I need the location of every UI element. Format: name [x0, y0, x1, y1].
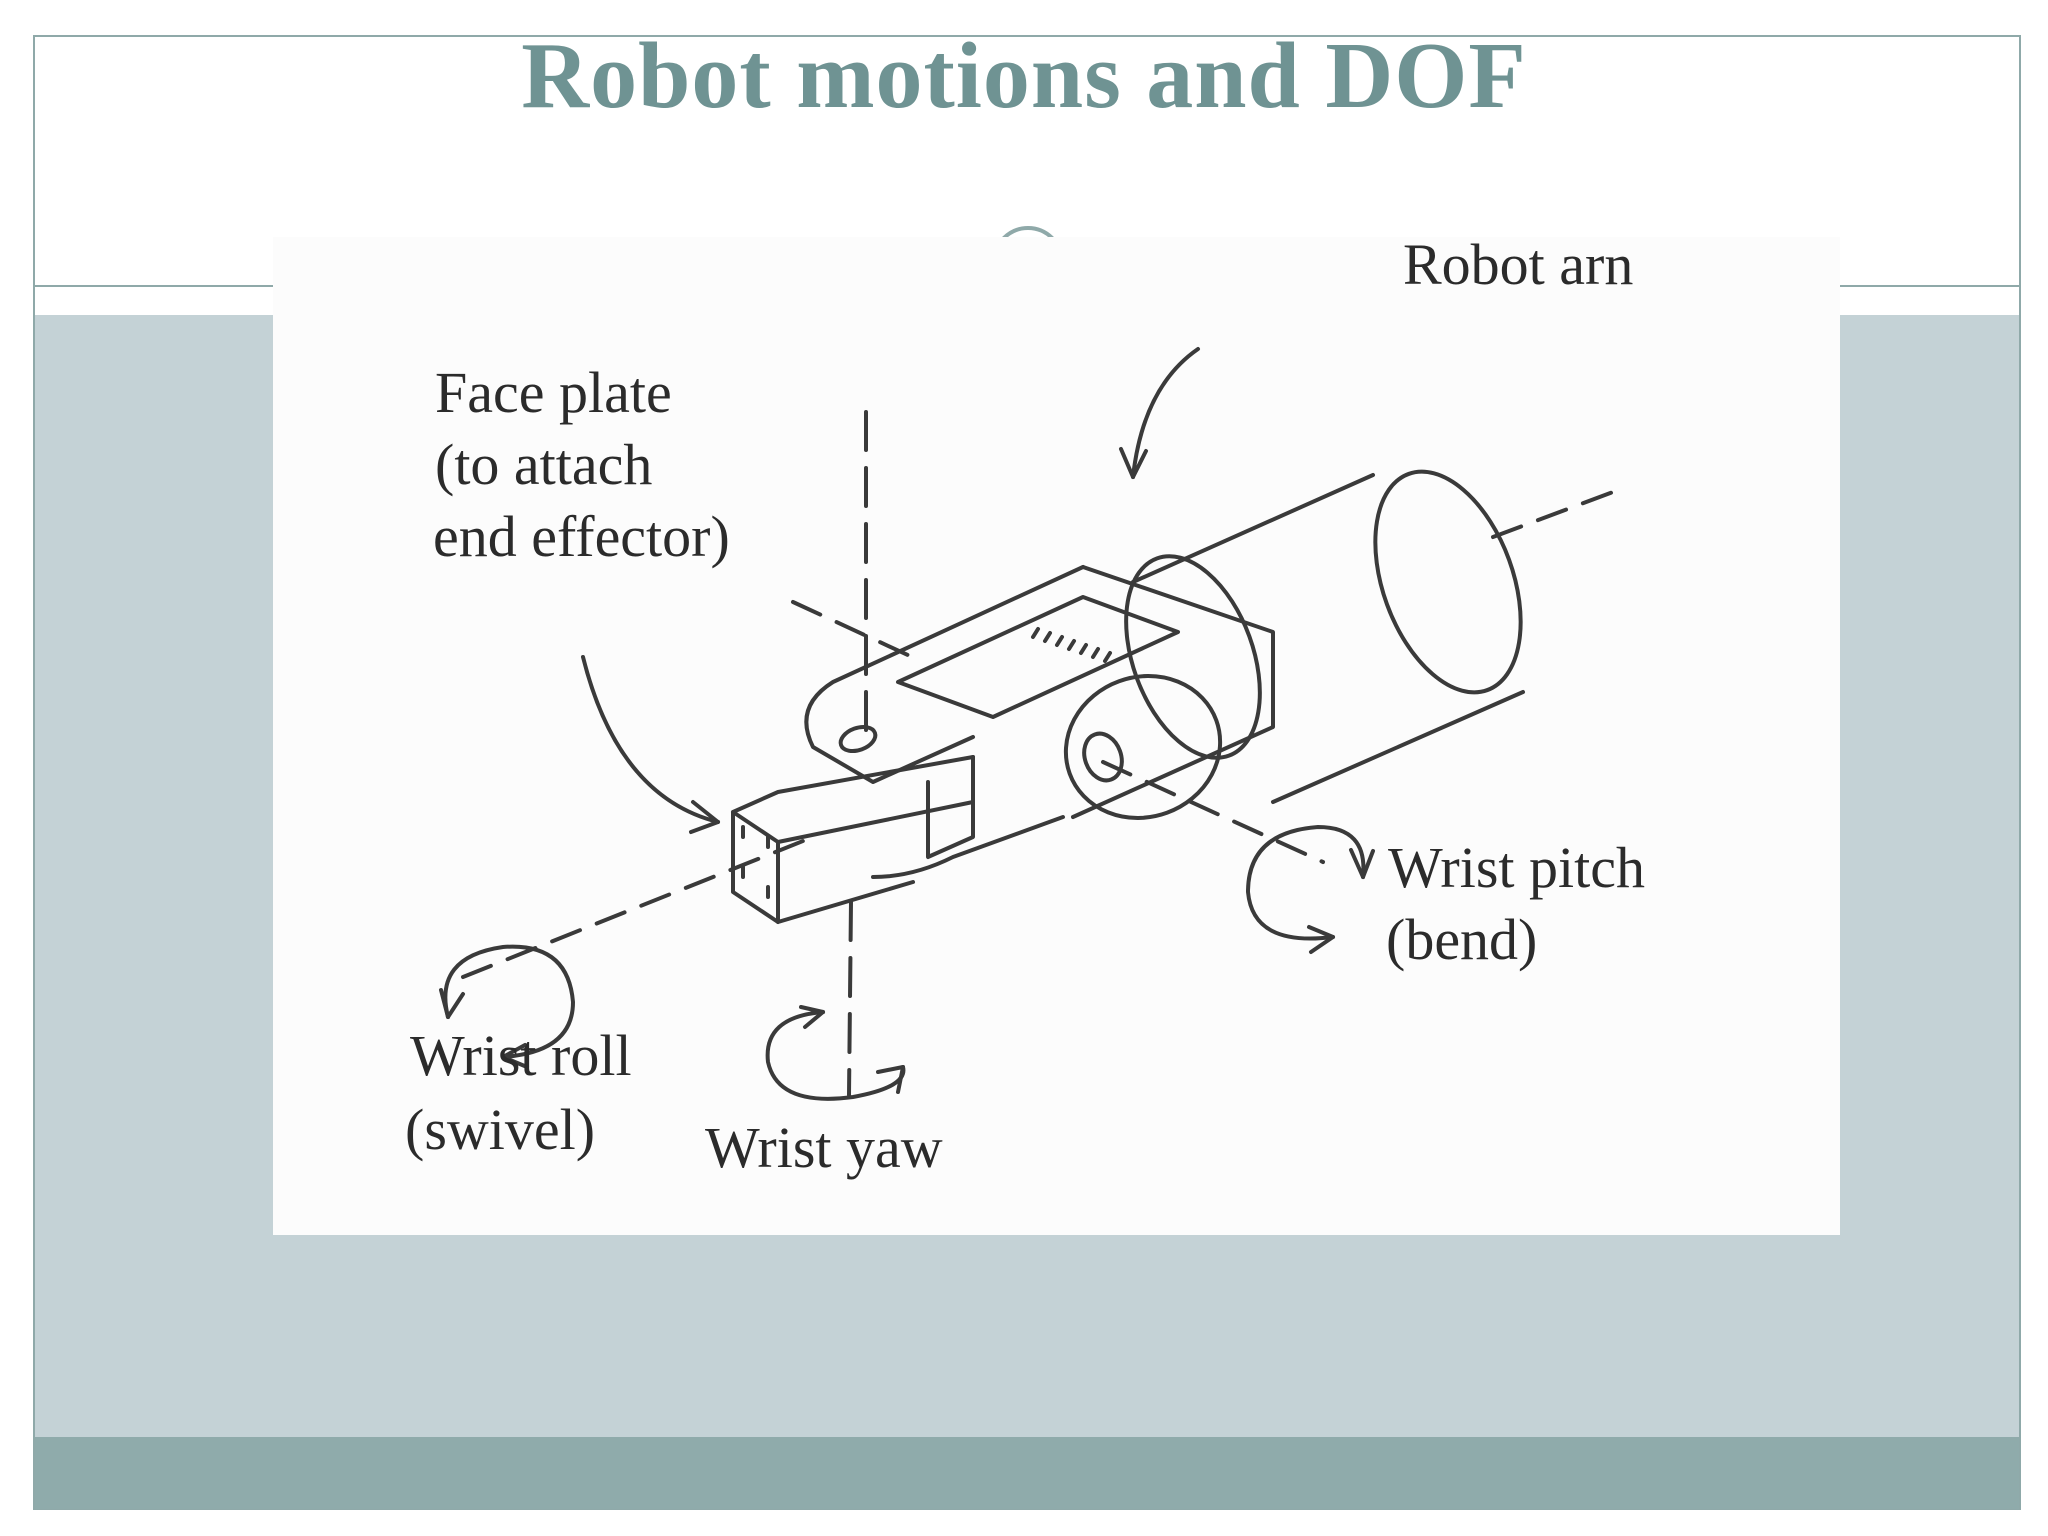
pitch-axis-back: [791, 600, 925, 664]
label-wrist-roll-2: (swivel): [405, 1097, 596, 1162]
label-face-plate-2: (to attach: [435, 432, 653, 497]
label-face-plate-3: end effector): [433, 504, 730, 569]
label-wrist-pitch-2: (bend): [1386, 907, 1538, 972]
pitch-hub: [1063, 674, 1223, 820]
robot-arm-body: [1131, 473, 1525, 804]
label-wrist-yaw: Wrist yaw: [705, 1115, 943, 1180]
wrist-pitch-arrow: [1246, 825, 1366, 941]
roll-axis: [461, 835, 815, 979]
wrist-yaw-arrow: [765, 1010, 906, 1101]
label-wrist-roll-1: Wrist roll: [410, 1023, 632, 1088]
robot-arm-leader: [1131, 347, 1200, 479]
robot-arm-end: [1373, 469, 1523, 695]
yoke-slot: [896, 595, 1180, 719]
yaw-axis-lower: [847, 900, 853, 1097]
label-face-plate-1: Face plate: [435, 360, 672, 425]
footer-band: [35, 1437, 2019, 1509]
yoke-inner: [926, 755, 975, 859]
yoke-top: [1071, 565, 1275, 819]
yoke-upper-plate: [804, 565, 1085, 784]
label-wrist-pitch-1: Wrist pitch: [1388, 835, 1646, 900]
slide-title: Robot motions and DOF: [521, 24, 1527, 128]
yoke-hole-top: [838, 724, 878, 754]
robot-wrist-diagram: Robot arn Face plate (to attach end effe…: [273, 237, 1840, 1235]
robot-wrist-line-art: [439, 347, 1615, 1101]
arm-axis: [1491, 490, 1615, 539]
pitch-axis: [1101, 760, 1325, 864]
label-robot-arm: Robot arn: [1403, 237, 1634, 297]
yoke-lower-plate: [871, 815, 1065, 879]
wrist-roll-arrow: [443, 944, 575, 1059]
face-plate-leader: [581, 655, 720, 824]
pitch-pin: [1082, 731, 1124, 783]
robot-arm-collar: [1124, 554, 1262, 760]
face-plate-box: [731, 755, 975, 924]
slot-hatching: [1031, 627, 1112, 663]
